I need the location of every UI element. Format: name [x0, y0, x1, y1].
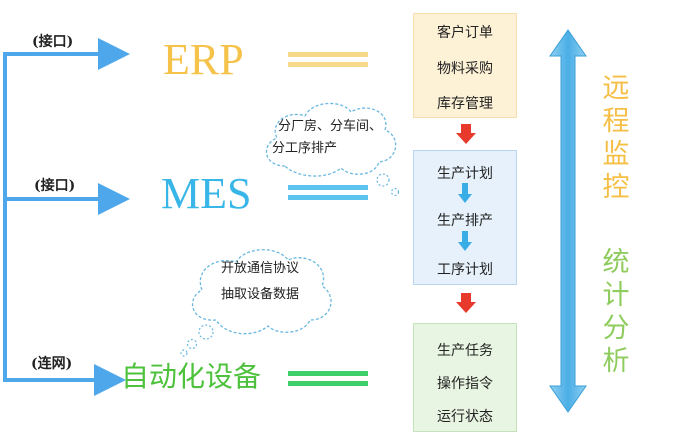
device-item: 生产任务	[437, 343, 493, 359]
blue-down-arrow-icon	[458, 183, 472, 203]
erp-item: 客户订单	[437, 25, 493, 41]
stats-char: 统	[602, 247, 630, 278]
remote-char: 程	[602, 106, 630, 137]
device-note-line: 开放通信协议	[220, 261, 299, 276]
blue-down-arrow-icon	[458, 231, 472, 251]
device-function-box: 生产任务 操作指令 运行状态	[413, 323, 517, 432]
mes-function-box: 生产计划 生产排产 工序计划	[413, 150, 517, 285]
remote-char: 监	[602, 139, 630, 170]
vertical-double-arrow-icon	[549, 29, 587, 413]
device-item: 操作指令	[437, 376, 493, 392]
statistics-analysis-label: 统 计 分 析	[601, 246, 631, 378]
device-double-bar	[288, 371, 368, 386]
stats-char: 计	[602, 280, 630, 311]
red-down-arrow-icon	[456, 293, 476, 313]
mes-double-bar	[288, 185, 368, 200]
mes-note-line: 分工序排产	[272, 141, 338, 156]
device-note-cloud	[180, 249, 332, 357]
mes-note-line: 分厂房、分车间、	[277, 119, 382, 134]
remote-char: 远	[602, 73, 630, 104]
mes-note-text: 分厂房、分车间、 分工序排产	[266, 116, 394, 160]
erp-double-bar	[288, 52, 368, 67]
remote-monitoring-label: 远 程 监 控	[601, 72, 631, 204]
mes-interface-label: (接口)	[34, 178, 76, 194]
mes-item: 工序计划	[437, 262, 493, 278]
erp-title: ERP	[163, 35, 244, 84]
mes-item: 生产排产	[437, 213, 493, 229]
mes-title: MES	[161, 169, 252, 218]
device-title: 自动化设备	[121, 360, 262, 393]
mes-note-cloud	[266, 102, 400, 196]
device-interface-label: (连网)	[31, 356, 73, 372]
device-note-text: 开放通信协议 抽取设备数据	[200, 258, 320, 306]
erp-function-box: 客户订单 物料采购 库存管理	[413, 13, 517, 118]
erp-item: 物料采购	[437, 61, 493, 77]
device-item: 运行状态	[437, 409, 493, 425]
red-down-arrow-icon	[456, 124, 476, 144]
mes-item: 生产计划	[437, 166, 493, 182]
device-note-line: 抽取设备数据	[220, 287, 299, 302]
erp-interface-label: (接口)	[32, 34, 74, 50]
stats-char: 分	[602, 313, 630, 344]
erp-item: 库存管理	[437, 96, 493, 112]
remote-char: 控	[602, 172, 630, 203]
stats-char: 析	[602, 346, 630, 377]
left-bracket-arrows	[3, 38, 130, 396]
